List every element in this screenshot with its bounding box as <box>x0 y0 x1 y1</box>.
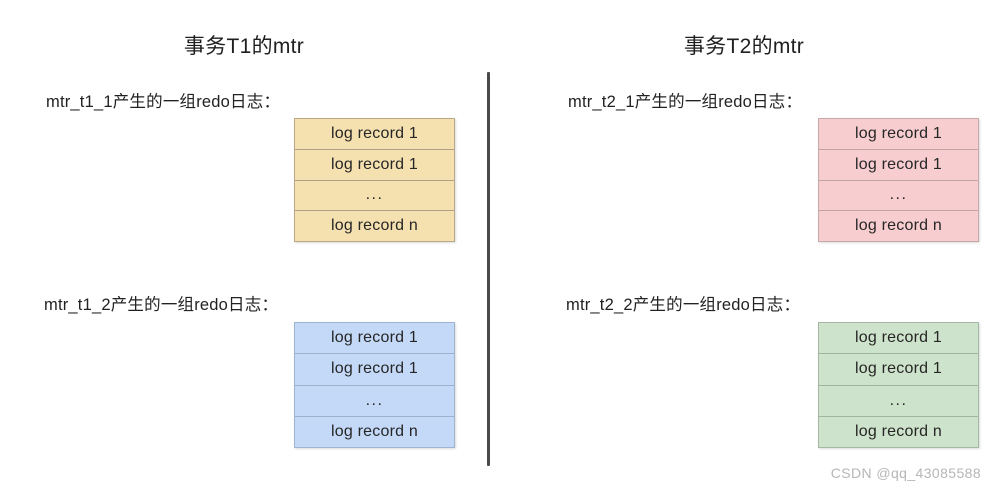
column-title-t1: 事务T1的mtr <box>183 35 305 58</box>
log-record-row: log record 1 <box>819 323 978 355</box>
log-record-row: log record n <box>855 217 942 235</box>
record-stack-mtr-t1-1: log record 1 log record 1 ... log record… <box>294 118 455 242</box>
caption-mtr-t2-2: mtr_t2_2产生的一组redo日志： <box>566 296 801 314</box>
log-record-row-ellipsis: ... <box>819 181 978 212</box>
record-stack-mtr-t1-2: log record 1 log record 1 ... log record… <box>294 322 455 448</box>
log-record-row: log record 1 <box>295 323 454 355</box>
log-record-row: log record 1 <box>295 119 454 150</box>
log-record-row-ellipsis: ... <box>819 386 978 417</box>
record-stack-mtr-t2-2: log record 1 log record 1 ... log record… <box>818 322 979 448</box>
log-record-row: log record n <box>331 217 418 235</box>
caption-mtr-t2-1: mtr_t2_1产生的一组redo日志： <box>568 93 803 111</box>
vertical-divider-line <box>487 72 490 466</box>
log-record-row: log record 1 <box>819 119 978 150</box>
caption-mtr-t1-1: mtr_t1_1产生的一组redo日志： <box>46 93 281 111</box>
column-title-t2: 事务T2的mtr <box>683 35 805 58</box>
log-record-row: log record 1 <box>295 354 454 386</box>
record-stack-mtr-t2-1: log record 1 log record 1 ... log record… <box>818 118 979 242</box>
watermark-text: CSDN @qq_43085588 <box>830 465 981 481</box>
log-record-row: log record 1 <box>819 150 978 181</box>
log-record-row: log record 1 <box>295 150 454 181</box>
log-record-row: log record n <box>855 422 942 440</box>
log-record-row-ellipsis: ... <box>295 386 454 417</box>
caption-mtr-t1-2: mtr_t1_2产生的一组redo日志： <box>44 296 279 314</box>
log-record-row-ellipsis: ... <box>295 181 454 212</box>
log-record-row: log record n <box>331 422 418 440</box>
log-record-row: log record 1 <box>819 354 978 386</box>
